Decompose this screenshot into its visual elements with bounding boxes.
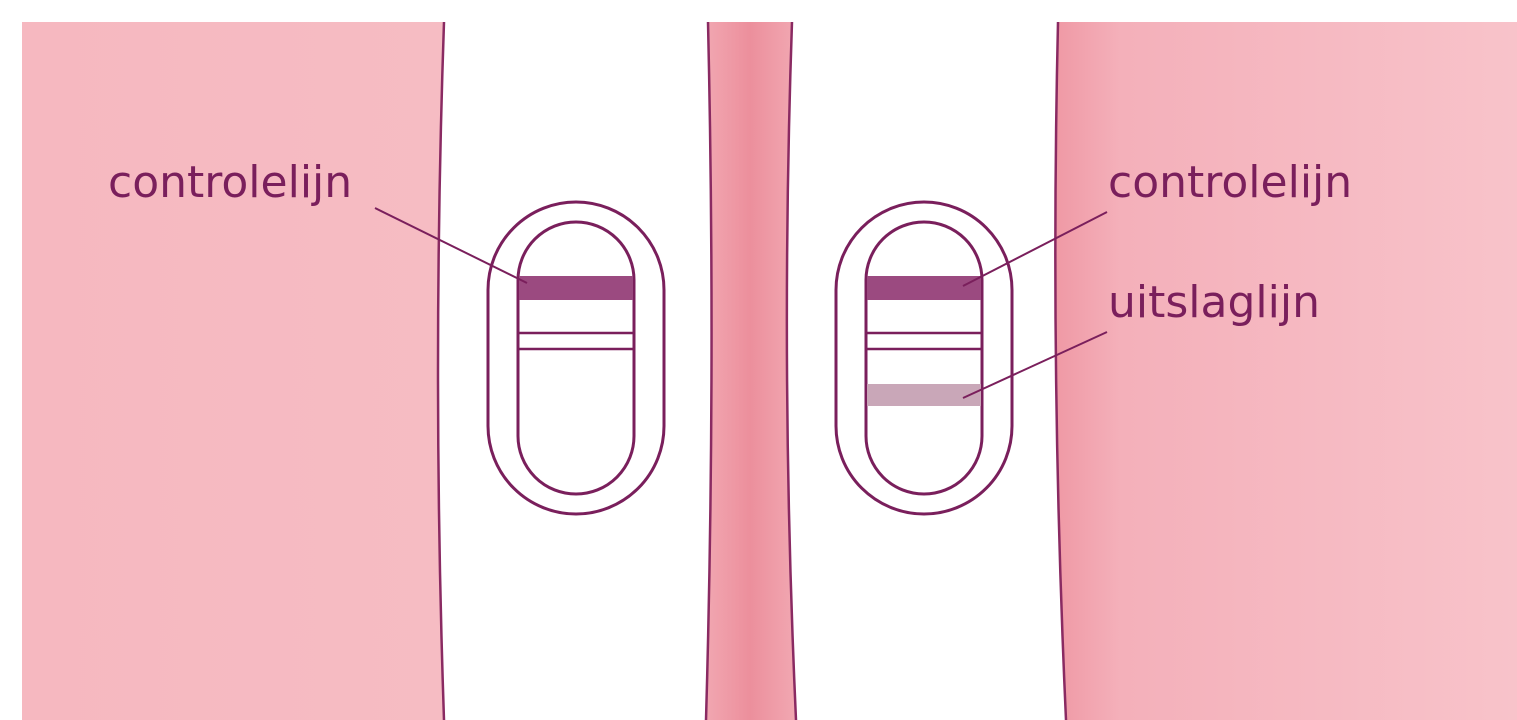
left-control-leader	[374, 207, 528, 284]
right-control-leader	[962, 211, 1108, 287]
right-control-line	[867, 276, 981, 300]
right-result-label: uitslaglijn	[1108, 277, 1320, 328]
right-result-leader	[962, 331, 1108, 399]
left-pink-panel	[22, 22, 452, 720]
left-control-line	[519, 276, 633, 300]
right-result-line	[867, 384, 981, 406]
right-pink-panel	[1050, 22, 1517, 720]
middle-pink-gap	[700, 22, 800, 720]
left-control-label: controlelijn	[108, 157, 352, 208]
right-result-window	[834, 200, 1014, 516]
left-result-window	[486, 200, 666, 516]
right-control-label: controlelijn	[1108, 157, 1352, 208]
